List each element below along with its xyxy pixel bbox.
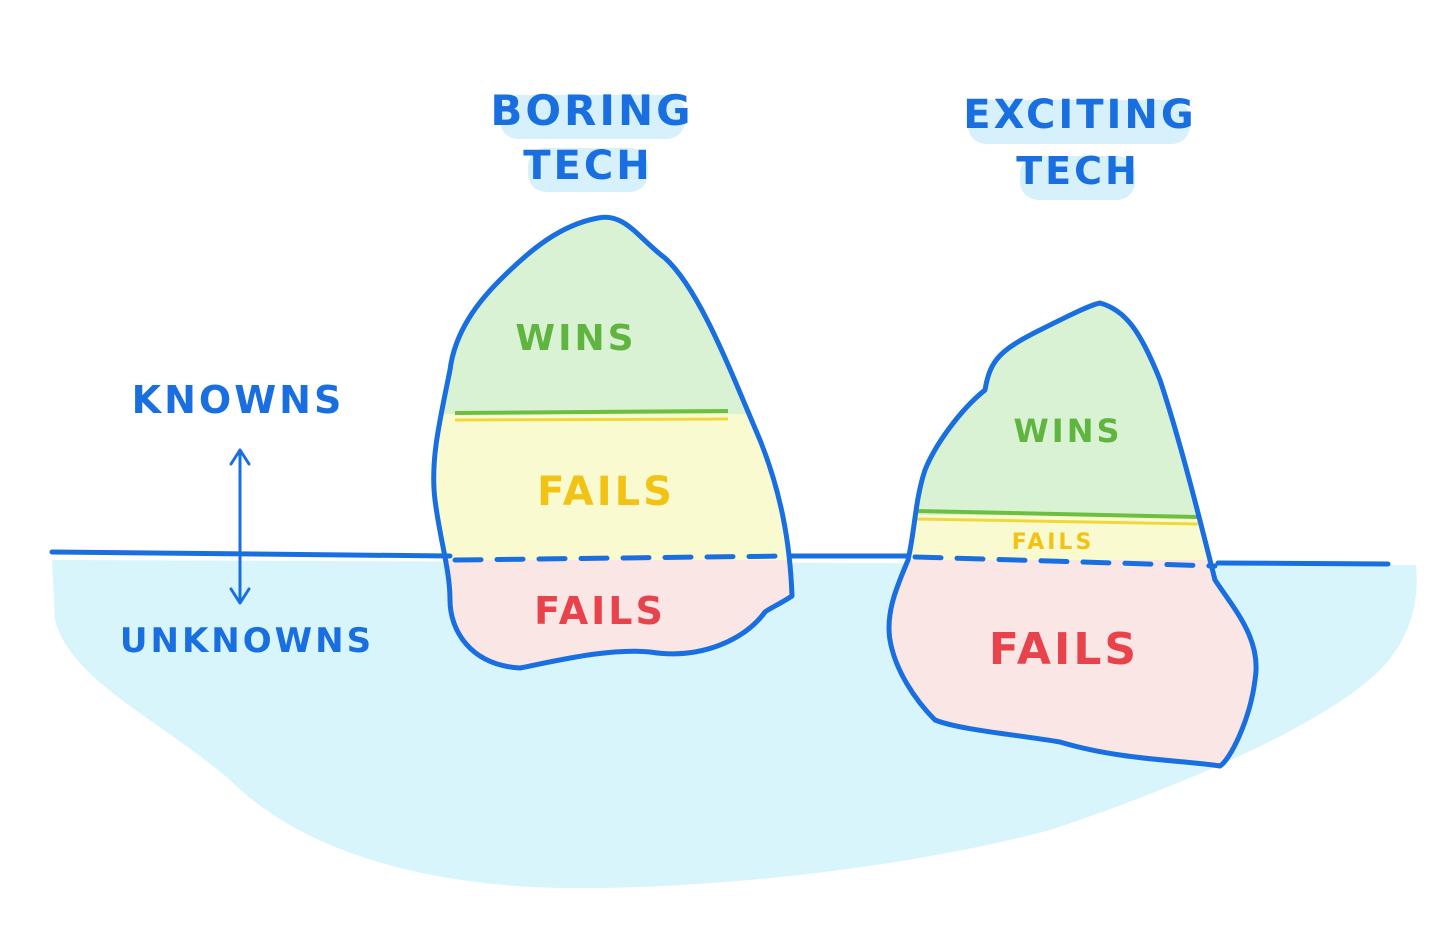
- boring-wins-region: [433, 217, 792, 414]
- title-highlight-boring: [500, 95, 685, 139]
- boring-unknown-fails-label: FAILS: [534, 589, 666, 633]
- waterline-exciting-dashed: [912, 554, 1218, 569]
- exciting-known-fails-label: FAILS: [1012, 530, 1095, 555]
- exciting-iceberg-outline: [886, 300, 1259, 769]
- boring-iceberg-outline: [431, 214, 795, 671]
- boring-wins-divider: [454, 409, 729, 415]
- exciting-wins-region: [889, 303, 1257, 515]
- knowns-label: KNOWNS: [132, 378, 345, 422]
- boring-title-line2: TECH: [523, 143, 652, 189]
- boring-wins-label: WINS: [515, 318, 636, 359]
- unknowns-label: UNKNOWNS: [120, 621, 374, 661]
- boring-title-line1: BORING: [490, 86, 693, 135]
- exciting-unknown-fails-label: FAILS: [989, 624, 1139, 675]
- exciting-title-line2: TECH: [1016, 149, 1140, 193]
- waterline-right: [1215, 560, 1391, 567]
- waterline-boring-dashed: [452, 553, 793, 563]
- boring-known-fails-label: FAILS: [537, 469, 675, 515]
- exciting-wins-label: WINS: [1013, 412, 1122, 450]
- title-highlight-exciting: [968, 100, 1190, 144]
- exciting-title-line1: EXCITING: [963, 92, 1196, 138]
- waterline-left: [49, 549, 453, 559]
- boring-wins-divider-yellow: [454, 417, 729, 422]
- title-highlight-exciting-2: [1020, 156, 1135, 200]
- title-highlight-boring-2: [528, 148, 648, 192]
- exciting-wins-divider-yellow: [916, 517, 1199, 526]
- arrow-down-icon: [229, 587, 251, 605]
- arrow-up-icon: [229, 448, 251, 466]
- exciting-wins-divider: [916, 509, 1199, 519]
- boring-known-fails-region: [433, 414, 792, 560]
